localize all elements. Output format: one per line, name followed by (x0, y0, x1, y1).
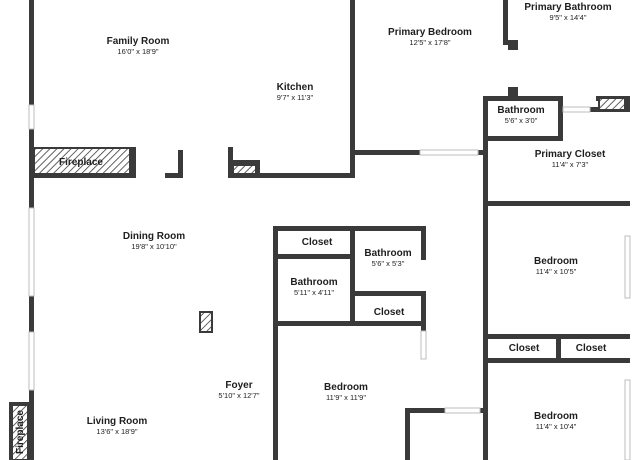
wall-primary-bath-right (625, 96, 630, 112)
room-name-bedroom-east-2: Bedroom (534, 411, 578, 422)
room-dims-family-room: 16'0" x 18'9" (117, 47, 158, 56)
room-dims-bathroom-mid: 5'6" x 5'3" (372, 259, 405, 268)
window-east-2 (624, 379, 631, 460)
wall-family-room-bottom-mid (131, 147, 136, 178)
wall-primary-bedroom-bottom (355, 150, 420, 155)
window-bottom-box (444, 407, 481, 414)
wall-closet-mid-bottom (273, 321, 426, 326)
label-closet-4: Closet (576, 343, 607, 354)
room-name-bathroom-left: Bathroom (290, 277, 337, 288)
window-dining-left (28, 207, 35, 297)
wall-family-room-stub (178, 150, 183, 178)
wall-center-block-right (421, 226, 426, 260)
room-dims-bathroom-small: 5'6" x 3'0" (505, 116, 538, 125)
hatched-features (11, 97, 626, 460)
room-dims-living-room: 13'6" x 18'9" (96, 427, 137, 436)
label-closet-2: Closet (374, 307, 405, 318)
room-dims-primary-closet: 11'4" x 7'3" (552, 160, 589, 169)
wall-primary-bedroom-top (503, 0, 508, 45)
room-name-primary-closet: Primary Closet (535, 149, 606, 160)
label-fireplace-top: Fireplace (59, 157, 103, 168)
wall-east-closets-divider (556, 334, 561, 363)
room-name-primary-bedroom: Primary Bedroom (388, 27, 472, 38)
windows (28, 104, 631, 460)
wall-kitchen-nook-top (228, 160, 258, 164)
label-closet-3: Closet (509, 343, 540, 354)
room-name-bathroom-small: Bathroom (497, 105, 544, 116)
room-dims-kitchen: 9'7" x 11'3" (277, 93, 314, 102)
wall-small-bath-right (558, 96, 563, 141)
wall-center-block-top (273, 226, 426, 231)
room-dims-bedroom-center: 11'9" x 11'9" (326, 393, 366, 402)
walls (9, 0, 630, 460)
wall-kitchen-east (350, 0, 355, 178)
wall-bath-divider (350, 226, 355, 326)
room-dims-primary-bathroom: 9'5" x 14'4" (550, 13, 587, 22)
room-dims-bedroom-east-2: 11'4" x 10'4" (536, 422, 577, 431)
wall-small-bath-bottom (483, 136, 563, 141)
bath-fixture-hatch (598, 97, 626, 111)
room-name-kitchen: Kitchen (277, 82, 314, 93)
wall-closet-top-bottom (273, 254, 353, 259)
wall-bath-mid-bottom (350, 291, 426, 296)
window-center-block (420, 330, 427, 360)
label-closet-1: Closet (302, 237, 333, 248)
window-living-left (28, 331, 35, 391)
fireplace-side-hatch (11, 404, 29, 460)
label-fireplace-side: Fireplace (15, 410, 26, 454)
wall-bottom-box-left (405, 408, 410, 460)
room-dims-dining-room: 19'8" x 10'10" (131, 242, 177, 251)
window-primary-bedroom (419, 149, 479, 156)
room-name-foyer: Foyer (225, 380, 252, 391)
room-name-primary-bathroom: Primary Bathroom (524, 2, 611, 13)
room-name-family-room: Family Room (107, 36, 170, 47)
room-name-living-room: Living Room (87, 416, 148, 427)
wall-kitchen-bottom (228, 173, 355, 178)
room-name-dining-room: Dining Room (123, 231, 185, 242)
wall-small-bath-vent (508, 87, 518, 97)
room-dims-foyer: 5'10" x 12'7" (218, 391, 259, 400)
wall-primary-bath-nub (508, 40, 518, 50)
window-east-1 (624, 235, 631, 299)
wall-center-block-left (273, 226, 278, 460)
room-dims-primary-bedroom: 12'5" x 17'8" (409, 38, 450, 47)
window-family-left (28, 104, 35, 130)
wall-kitchen-nook-right (256, 160, 260, 178)
room-dims-bedroom-east-1: 11'4" x 10'5" (536, 267, 577, 276)
kitchen-appliance-hatch (232, 164, 257, 175)
wall-family-room-bottom-left (34, 173, 136, 178)
room-name-bedroom-east-1: Bedroom (534, 256, 578, 267)
fireplace-top-hatch (33, 147, 131, 175)
window-bath-top (562, 106, 591, 113)
wall-primary-closet-bottom (483, 201, 630, 206)
wall-family-room-bottom-right (165, 173, 183, 178)
room-name-bedroom-center: Bedroom (324, 382, 368, 393)
wall-small-bath-top-left (483, 96, 563, 101)
wall-east-wing-left (483, 96, 488, 460)
wall-bath-mid-right (421, 291, 426, 331)
room-name-bathroom-mid: Bathroom (364, 248, 411, 259)
column-hatch (199, 311, 213, 333)
room-dims-bathroom-left: 5'11" x 4'11" (294, 288, 334, 297)
